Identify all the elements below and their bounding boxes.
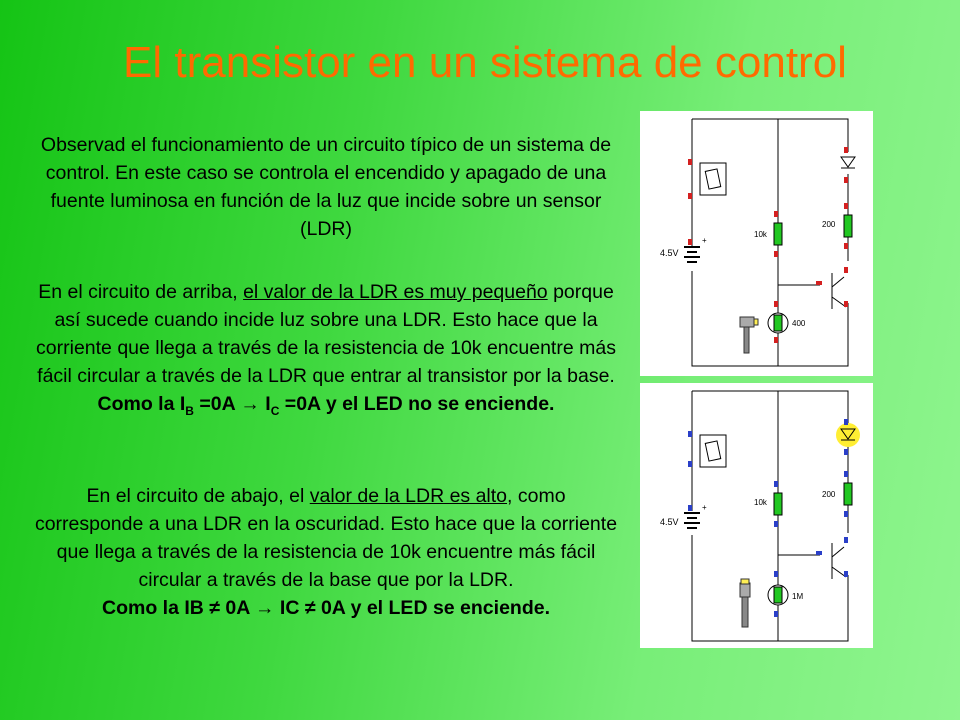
top-case-paragraph: En el circuito de arriba, el valor de la…	[30, 278, 622, 418]
battery-label: 4.5V	[660, 517, 679, 527]
top-concl-c: I	[259, 393, 271, 415]
bottom-case-paragraph: En el circuito de abajo, el valor de la …	[30, 482, 622, 622]
resistor-200-label: 200	[822, 490, 836, 499]
resistor-200-icon	[843, 214, 853, 238]
top-concl-a: Como la I	[97, 393, 186, 415]
arrow-icon: →	[255, 597, 275, 619]
bottom-case-underlined: valor de la LDR es alto	[309, 485, 508, 507]
top-case-pre: En el circuito de arriba,	[38, 281, 244, 303]
led-icon	[837, 152, 859, 174]
circuit-top-svg: + 4.5V 10k 200 400	[660, 118, 859, 367]
circuit-diagram-top: + 4.5V 10k 200 400	[640, 111, 873, 376]
terminal-markers	[688, 419, 848, 617]
ldr-label: 1M	[792, 592, 803, 601]
intro-paragraph: Observad el funcionamiento de un circuit…	[40, 134, 612, 240]
switch-icon	[699, 162, 727, 196]
switch-icon	[699, 434, 727, 468]
top-concl-d: =0A y el LED no se enciende.	[279, 393, 555, 415]
resistor-200-icon	[843, 482, 853, 506]
battery-label: 4.5V	[660, 248, 679, 258]
top-concl-b: =0A	[193, 393, 241, 415]
svg-text:+: +	[702, 236, 707, 245]
ldr-icon	[767, 584, 789, 606]
resistor-10k-icon	[773, 492, 783, 516]
resistor-10k-icon	[773, 222, 783, 246]
top-concl-sub-b: B	[185, 403, 194, 418]
page-title: El transistor en un sistema de control	[123, 38, 847, 87]
bottom-case-pre: En el circuito de abajo, el	[86, 485, 310, 507]
arrow-icon: →	[240, 393, 260, 415]
svg-text:+: +	[702, 503, 707, 512]
bottom-case-body: , como corresponde a una LDR en la oscur…	[34, 485, 618, 591]
top-concl-sub-c: C	[270, 403, 280, 418]
led-lit-icon	[836, 423, 860, 447]
resistor-10k-label: 10k	[754, 498, 768, 507]
battery-icon: +	[684, 236, 707, 263]
circuit-bottom-svg: + 4.5V 10k 200 1M	[660, 390, 860, 642]
ldr-label: 400	[792, 319, 806, 328]
top-case-body: porque así sucede cuando incide luz sobr…	[36, 281, 616, 387]
terminal-markers	[688, 147, 848, 343]
resistor-200-label: 200	[822, 220, 836, 229]
top-case-underlined: el valor de la LDR es muy pequeño	[243, 281, 548, 303]
bottom-case-conclusion: Como la IB ≠ 0A → IC ≠ 0A y el LED se en…	[102, 597, 550, 619]
top-case-conclusion: Como la IB =0A → IC =0A y el LED no se e…	[97, 393, 555, 418]
bottom-concl-a: Como la IB ≠ 0A	[101, 597, 255, 619]
bottom-concl-b: IC ≠ 0A y el LED se enciende.	[274, 597, 550, 619]
ldr-icon	[767, 312, 789, 334]
resistor-10k-label: 10k	[754, 230, 768, 239]
circuit-diagram-bottom: + 4.5V 10k 200 1M	[640, 383, 873, 648]
lamp-icon	[739, 578, 751, 628]
battery-icon: +	[684, 503, 707, 529]
lamp-icon	[739, 316, 759, 354]
